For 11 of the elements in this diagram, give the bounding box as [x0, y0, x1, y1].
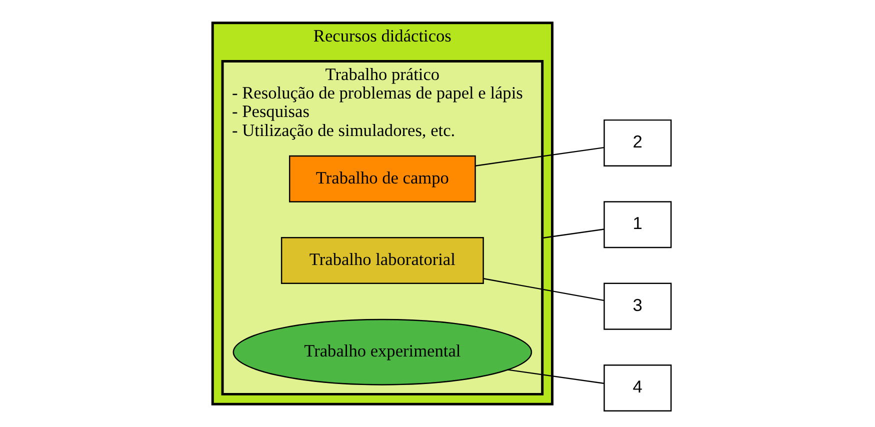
node-box: 1	[604, 201, 672, 248]
node-box: 2	[604, 119, 672, 166]
node-ellipse: Trabalho experimental	[232, 318, 532, 386]
node-box: Trabalho laboratorial	[280, 237, 484, 284]
node-box: 4	[604, 364, 672, 412]
connector	[508, 369, 604, 384]
connector	[475, 146, 604, 166]
node-box: 3	[604, 282, 672, 330]
connector	[484, 278, 604, 302]
connector	[542, 228, 604, 239]
node-box: Trabalho de campo	[288, 155, 476, 202]
